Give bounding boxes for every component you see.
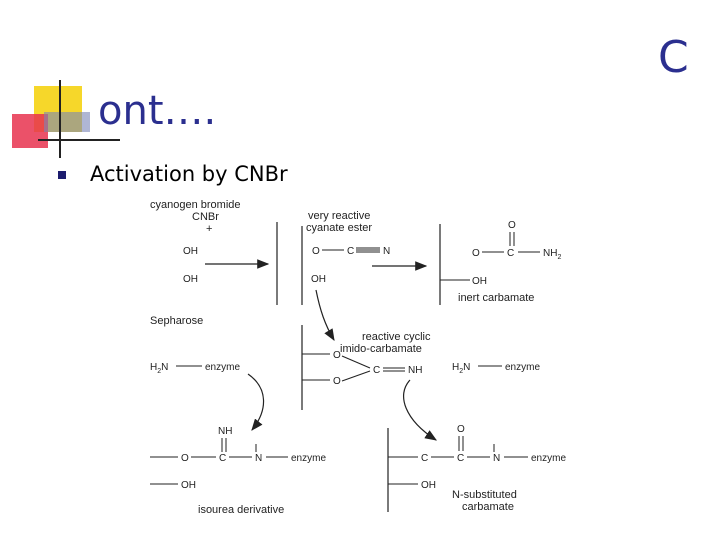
- label-carbamate: carbamate: [462, 501, 514, 513]
- label-iso-nh: NH: [218, 426, 232, 437]
- enzyme-group: H2N enzyme H2N enzyme: [150, 362, 540, 441]
- label-iso-o: O: [181, 453, 189, 464]
- arrow-3: [315, 289, 335, 342]
- label-cyc-o2: O: [333, 376, 341, 387]
- label-cyc-nh: NH: [408, 365, 422, 376]
- label-n-substituted: N-substituted: [452, 489, 517, 501]
- bullet-text: Activation by CNBr: [90, 162, 288, 186]
- label-oh-bottom: OH: [183, 274, 198, 285]
- label-plus: +: [206, 223, 212, 235]
- label-carb-nh2: NH2: [543, 248, 561, 261]
- bond-cyc-3: [341, 355, 371, 369]
- bullet-icon: [58, 171, 66, 179]
- label-h2n-left: H2N: [150, 362, 168, 375]
- label-imido-carbamate: imido-carbamate: [340, 343, 422, 355]
- label-carb-o: O: [472, 248, 480, 259]
- label-c-mid: C: [347, 246, 354, 257]
- label-cyanogen-bromide: cyanogen bromide: [150, 199, 241, 211]
- arrow-5: [402, 379, 438, 441]
- label-cyanate-ester: cyanate ester: [306, 222, 372, 234]
- label-ns-c1: C: [421, 453, 428, 464]
- label-cnbr: CNBr: [192, 211, 219, 223]
- label-h2n-right: H2N: [452, 362, 470, 375]
- label-iso-enzyme: enzyme: [291, 453, 326, 464]
- label-very-reactive: very reactive: [308, 210, 370, 222]
- label-inert-carbamate: inert carbamate: [458, 292, 534, 304]
- label-carb-o-top: O: [508, 220, 516, 231]
- label-ns-n: N: [493, 453, 500, 464]
- label-cyc-o1: O: [333, 350, 341, 361]
- label-carb-c: C: [507, 248, 514, 259]
- label-ns-enzyme: enzyme: [531, 453, 566, 464]
- cyanate-ester-group: very reactive cyanate ester O C N OH: [301, 210, 428, 342]
- label-isourea-derivative: isourea derivative: [198, 504, 284, 516]
- label-iso-oh: OH: [181, 480, 196, 491]
- inert-carbamate-group: O O C NH2 OH inert carbamate: [439, 220, 561, 305]
- isourea-group: NH O C N enzyme OH isourea derivative: [150, 426, 326, 516]
- blue-square: [44, 112, 90, 132]
- arrow-4: [247, 373, 265, 431]
- slide-title-right: C: [658, 32, 689, 83]
- bond-cyc-4: [341, 370, 371, 382]
- red-square: [12, 114, 48, 148]
- label-ns-oh: OH: [421, 480, 436, 491]
- reactant-group: cyanogen bromide CNBr + OH OH: [150, 199, 278, 305]
- label-n-right: N: [383, 246, 390, 257]
- n-substituted-carbamate-group: O C C N enzyme OH N-substituted carbamat…: [387, 424, 566, 513]
- label-cyc-c: C: [373, 365, 380, 376]
- slide-accent-decoration: [12, 80, 120, 158]
- slide-title: ont….: [98, 88, 217, 134]
- label-enzyme-right: enzyme: [505, 362, 540, 373]
- label-o-left: O: [312, 246, 320, 257]
- label-reactive-cyclic: reactive cyclic: [362, 331, 431, 343]
- label-oh-top: OH: [183, 246, 198, 257]
- label-enzyme-left: enzyme: [205, 362, 240, 373]
- label-iso-c: C: [219, 453, 226, 464]
- label-iso-n: N: [255, 453, 262, 464]
- label-sepharose: Sepharose: [150, 315, 203, 327]
- label-ns-o-top: O: [457, 424, 465, 435]
- cyclic-imidocarbamate-group: Sepharose reactive cyclic imido-carbamat…: [150, 315, 431, 410]
- label-oh-mid: OH: [311, 274, 326, 285]
- label-ns-c2: C: [457, 453, 464, 464]
- label-carb-oh: OH: [472, 276, 487, 287]
